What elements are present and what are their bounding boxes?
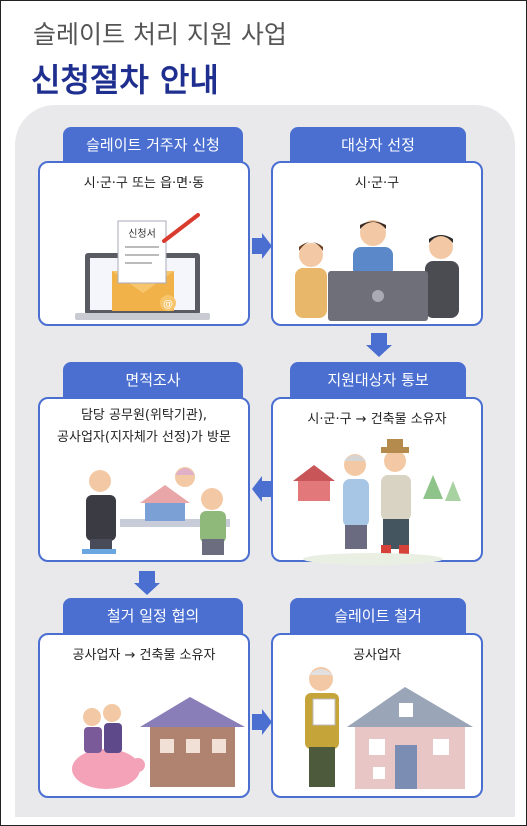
arrow-right-icon (252, 709, 272, 735)
person-icon (201, 488, 223, 510)
table-icon (120, 519, 230, 527)
email-at-icon (160, 295, 176, 311)
person-icon (103, 704, 121, 722)
step-3-desc-line1: 담당 공무원(위탁기관), (80, 408, 208, 423)
house-model-icon (145, 501, 185, 521)
person-icon (89, 470, 111, 492)
chair-icon (82, 549, 116, 554)
step-1-desc: 시·군·구 또는 읍·면·동 (83, 176, 205, 191)
step-2-label: 대상자 선정 (290, 127, 466, 163)
piggy-bank-icon (72, 749, 140, 789)
notification-illustration (293, 439, 461, 565)
step-6-label: 슬레이트 철거 (290, 598, 466, 634)
step-2-desc: 시·군·구 (354, 176, 400, 191)
person-icon (429, 235, 453, 259)
page-subtitle: 슬레이트 처리 지원 사업 (33, 20, 287, 49)
arrow-down-icon (366, 333, 392, 357)
tree-icon (423, 475, 443, 499)
slate-removal-illustration (305, 667, 473, 789)
application-illustration: 신청서 @ (75, 213, 210, 320)
house-icon (150, 725, 235, 787)
step-4-desc: 시·군·구 → 건축물 소유자 (307, 412, 447, 427)
person-icon (384, 450, 406, 472)
step-3-label: 면적조사 (63, 362, 243, 398)
pen-icon (162, 213, 200, 243)
step-1-card: 시·군·구 또는 읍·면·동 신청서 @ (38, 161, 250, 326)
step-6-desc: 공사업자 (353, 648, 401, 663)
step-6-card: 공사업자 (271, 633, 483, 798)
arrow-down-icon (134, 571, 160, 595)
document-icon (312, 698, 336, 726)
form-title-text: 신청서 (128, 228, 156, 240)
step-2-card: 시·군·구 (271, 161, 483, 326)
step-4-card: 시·군·구 → 건축물 소유자 (271, 397, 483, 565)
step-5-card: 공사업자 → 건축물 소유자 (38, 633, 250, 798)
house-icon (298, 479, 330, 501)
step-3-desc: 담당 공무원(위탁기관), 공사업자(지자체가 선정)가 방문 (40, 405, 248, 449)
arrow-right-icon (252, 233, 272, 259)
person-icon (360, 220, 386, 246)
step-5-desc: 공사업자 → 건축물 소유자 (72, 648, 216, 663)
step-5-label: 철거 일정 협의 (63, 598, 243, 634)
step-4-label: 지원대상자 통보 (290, 362, 466, 398)
step-3-desc-line2: 공사업자(지자체가 선정)가 방문 (57, 430, 231, 445)
step-1-label: 슬레이트 거주자 신청 (63, 127, 243, 163)
page-title: 신청절차 안내 (31, 61, 219, 99)
schedule-meeting-illustration (72, 697, 245, 789)
person-icon (299, 243, 323, 267)
step-3-card: 담당 공무원(위탁기관), 공사업자(지자체가 선정)가 방문 (38, 397, 250, 562)
person-icon (83, 708, 101, 726)
area-survey-illustration (82, 467, 230, 555)
svg-text:@: @ (163, 299, 173, 310)
application-form-icon (117, 220, 167, 284)
arrow-left-icon (252, 476, 272, 502)
selection-meeting-illustration (295, 220, 459, 321)
